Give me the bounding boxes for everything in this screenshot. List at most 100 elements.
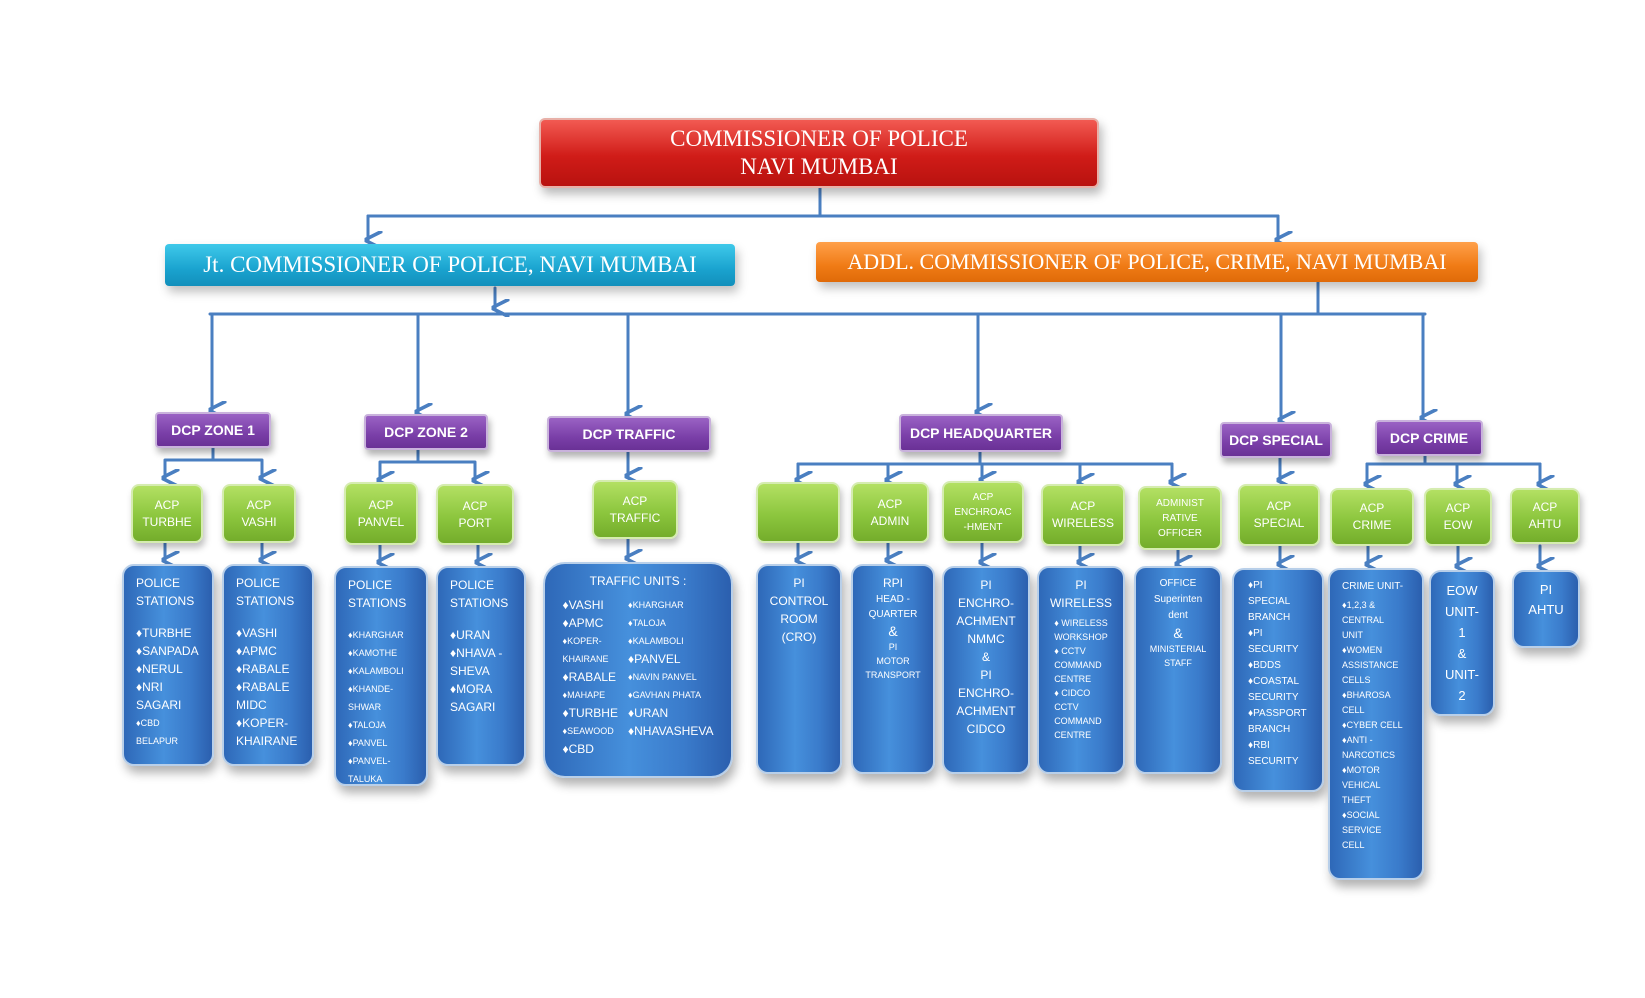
acp-special-box: ACP SPECIAL: [1238, 484, 1320, 546]
acp-ahtu-box: ACP AHTU: [1510, 488, 1580, 544]
unit-admin-pi: PI MOTOR TRANSPORT: [865, 642, 921, 680]
acp-wireless-box: ACP WIRELESS: [1041, 484, 1125, 546]
acp-crime-label: ACP CRIME: [1352, 501, 1392, 532]
list-item: ♦PANVEL- TALUKA: [348, 756, 391, 784]
list-item: ♦PI SPECIAL BRANCH: [1248, 580, 1291, 623]
unit-ahtu-label: PI AHTU: [1528, 582, 1564, 617]
list-item: ♦NHAVASHEVA: [627, 724, 714, 738]
list-item: ♦CYBER CELL: [1342, 720, 1403, 730]
list-item: ♦RABALE: [562, 670, 616, 684]
unit-control-room: PI CONTROL ROOM (CRO): [756, 564, 842, 774]
acp-panvel-label: ACP PANVEL: [357, 497, 405, 529]
unit-office-top: OFFICE Superinten dent: [1153, 578, 1203, 621]
acp-special-label: ACP SPECIAL: [1253, 499, 1305, 530]
acp-port-label: ACP PORT: [458, 498, 492, 530]
unit-vashi-stations: POLICE STATIONS ♦VASHI ♦APMC ♦RABALE ♦RA…: [222, 564, 314, 766]
unit-admin-amp: &: [888, 623, 898, 639]
list-item: ♦TALOJA: [627, 618, 666, 628]
list-item: ♦PANVEL: [627, 652, 681, 666]
unit-wireless: PI WIRELESS ♦ WIRELESS WORKSHOP ♦ CCTV C…: [1037, 566, 1125, 774]
unit-port-heading: POLICE STATIONS: [450, 578, 509, 610]
list-item: ♦CBD BELAPUR: [136, 718, 179, 746]
jt-commissioner-label: Jt. COMMISSIONER OF POLICE, NAVI MUMBAI: [203, 252, 697, 277]
dcp-traffic-label: DCP TRAFFIC: [582, 426, 676, 442]
list-item: ♦KHANDE- SHWAR: [348, 684, 394, 712]
list-item: ♦SOCIAL SERVICE CELL: [1342, 810, 1382, 850]
unit-office: OFFICE Superinten dent & MINISTERIAL STA…: [1134, 566, 1222, 774]
list-item: ♦KOPER- KHAIRANE: [236, 716, 298, 748]
dcp-zone2-box: DCP ZONE 2: [364, 414, 488, 450]
unit-panvel-heading: POLICE STATIONS: [348, 578, 407, 610]
dcp-zone2-label: DCP ZONE 2: [384, 424, 468, 440]
commissioner-line2: NAVI MUMBAI: [740, 154, 898, 179]
acp-eow-label: ACP EOW: [1443, 501, 1473, 532]
acp-enchroachment-label: ACP ENCHROAC -HMENT: [954, 491, 1012, 533]
addl-commissioner-box: ADDL. COMMISSIONER OF POLICE, CRIME, NAV…: [816, 242, 1478, 282]
list-item: ♦RBI SECURITY: [1248, 740, 1299, 767]
commissioner-box: COMMISSIONER OF POLICE NAVI MUMBAI: [539, 118, 1099, 188]
list-item: ♦VASHI: [236, 626, 278, 640]
list-item: ♦COASTAL SECURITY: [1248, 676, 1300, 703]
acp-enchroachment-box: ACP ENCHROAC -HMENT: [942, 481, 1024, 543]
list-item: ♦ CCTV COMMAND CENTRE: [1054, 646, 1102, 684]
list-item: ♦PANVEL: [348, 738, 388, 748]
list-item: ♦APMC: [562, 616, 604, 630]
list-item: ♦URAN: [627, 706, 669, 720]
acp-traffic-label: ACP TRAFFIC: [609, 493, 661, 525]
unit-turbhe-heading: POLICE STATIONS: [136, 576, 195, 608]
acp-wireless-label: ACP WIRELESS: [1051, 499, 1114, 530]
list-item: ♦PI SECURITY: [1248, 628, 1299, 655]
unit-turbhe-stations: POLICE STATIONS ♦TURBHE ♦SANPADA ♦NERUL …: [122, 564, 214, 766]
list-item: ♦SANPADA: [136, 644, 199, 658]
list-item: ♦KOPER-: [562, 636, 602, 646]
list-item: ♦RABALE MIDC: [236, 680, 290, 712]
list-item: ♦BHAROSA CELL: [1342, 690, 1391, 715]
list-item: ♦NHAVA - SHEVA: [450, 646, 503, 678]
list-item: ♦ANTI - NARCOTICS: [1342, 735, 1396, 760]
unit-crime-heading: CRIME UNIT-: [1342, 581, 1404, 592]
list-item: KHAIRANE: [562, 654, 609, 664]
list-item: ♦SEAWOOD: [562, 726, 614, 736]
list-item: ♦NERUL: [136, 662, 183, 676]
acp-admin-box: ACP ADMIN: [851, 482, 929, 543]
dcp-traffic-box: DCP TRAFFIC: [547, 416, 711, 452]
list-item: ♦ CIDCO CCTV COMMAND CENTRE: [1054, 688, 1102, 740]
administrative-officer-label: ADMINIST RATIVE OFFICER: [1156, 497, 1204, 539]
dcp-special-label: DCP SPECIAL: [1229, 432, 1323, 448]
acp-crime-box: ACP CRIME: [1330, 488, 1414, 546]
unit-control-room-label: PI CONTROL ROOM (CRO): [769, 576, 829, 644]
list-item: ♦MAHAPE: [562, 690, 606, 700]
unit-office-bottom: MINISTERIAL STAFF: [1149, 644, 1207, 668]
unit-vashi-heading: POLICE STATIONS: [236, 576, 295, 608]
list-item: ♦GAVHAN PHATA: [627, 690, 702, 700]
dcp-headquarter-label: DCP HEADQUARTER: [909, 425, 1053, 441]
list-item: ♦TURBHE: [562, 706, 618, 720]
list-item: ♦KALAMBOLI: [627, 636, 684, 646]
unit-traffic-heading: TRAFFIC UNITS :: [589, 574, 687, 588]
acp-traffic-box: ACP TRAFFIC: [592, 480, 678, 539]
unit-admin-hq: HEAD - QUARTER: [868, 594, 918, 620]
acp-control-room-box: [756, 482, 840, 543]
list-item: ♦TALOJA: [348, 720, 386, 730]
unit-enchroachment: PI ENCHRO- ACHMENT NMMC & PI ENCHRO- ACH…: [942, 566, 1030, 774]
dcp-zone1-label: DCP ZONE 1: [171, 422, 255, 438]
jt-commissioner-box: Jt. COMMISSIONER OF POLICE, NAVI MUMBAI: [165, 244, 735, 286]
acp-admin-label: ACP ADMIN: [870, 496, 910, 528]
list-item: ♦VASHI: [562, 598, 604, 612]
acp-port-box: ACP PORT: [436, 484, 514, 545]
list-item: ♦BDDS: [1248, 660, 1281, 671]
unit-eow-label: EOW UNIT- 1 & UNIT- 2: [1445, 583, 1479, 703]
list-item: ♦MOTOR VEHICAL THEFT: [1342, 765, 1381, 805]
list-item: ♦WOMEN ASSISTANCE CELLS: [1342, 645, 1399, 685]
unit-admin: RPI HEAD - QUARTER & PI MOTOR TRANSPORT: [851, 564, 935, 774]
acp-ahtu-label: ACP AHTU: [1528, 500, 1562, 531]
administrative-officer-box: ADMINIST RATIVE OFFICER: [1138, 486, 1222, 550]
acp-vashi-label: ACP VASHI: [241, 497, 277, 529]
addl-commissioner-label: ADDL. COMMISSIONER OF POLICE, CRIME, NAV…: [847, 249, 1447, 274]
unit-ahtu: PI AHTU: [1512, 570, 1580, 648]
unit-eow: EOW UNIT- 1 & UNIT- 2: [1429, 570, 1495, 716]
dcp-headquarter-box: DCP HEADQUARTER: [899, 414, 1063, 452]
acp-vashi-box: ACP VASHI: [222, 484, 296, 543]
unit-wireless-pi: PI WIRELESS: [1049, 578, 1112, 610]
